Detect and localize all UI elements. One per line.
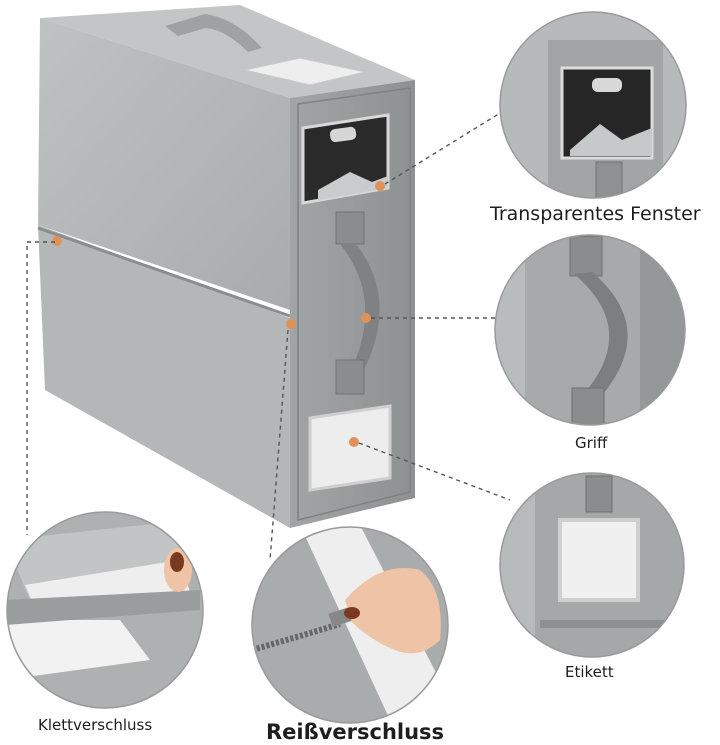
detail-zipper-circle	[251, 526, 449, 724]
label-handle: Griff	[575, 434, 608, 452]
leader-lines	[26, 109, 511, 561]
lower-side-panel	[38, 225, 290, 528]
detail-zipper	[252, 527, 448, 723]
detail-window-circle	[499, 11, 687, 199]
detail-tag	[500, 473, 684, 657]
label-window: Transparentes Fenster	[490, 203, 701, 225]
top-label	[244, 57, 366, 86]
upper-side-panel	[38, 18, 290, 310]
detail-velcro	[7, 512, 203, 708]
front-label-tag	[308, 404, 392, 492]
detail-velcro-circle	[6, 511, 204, 709]
front-handle	[340, 244, 380, 374]
detail-window	[500, 12, 686, 198]
label-tag: Etikett	[565, 663, 614, 681]
label-zipper: Reißverschluss	[266, 720, 445, 744]
detail-handle	[495, 235, 685, 425]
top-handle	[165, 14, 262, 52]
zipper-seam	[37, 226, 291, 318]
label-velcro: Klettverschluss	[38, 716, 153, 734]
detail-tag-circle	[499, 472, 685, 658]
detail-handle-circle	[494, 234, 686, 426]
storage-box	[37, 5, 415, 528]
